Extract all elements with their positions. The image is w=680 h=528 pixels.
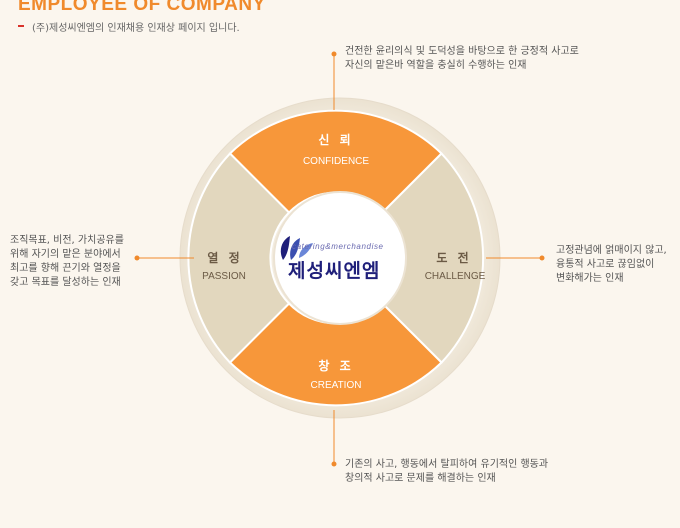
center-circle	[273, 191, 407, 325]
page-title: EMPLOYEE OF COMPANY	[18, 0, 266, 15]
desc-line: 위해 자기의 맡은 분야에서	[10, 249, 121, 260]
bullet-dash	[18, 25, 24, 27]
desc-line: 조직목표, 비전, 가치공유를	[10, 235, 124, 246]
page-subtitle: (주)제성씨엔엠의 인재채용 인재상 페이지 입니다.	[18, 19, 240, 34]
confidence-description: 건전한 윤리의식 및 도덕성을 바탕으로 한 긍정적 사고로 자신의 맡은바 역…	[345, 45, 579, 73]
desc-line: 융통적 사고로 끊임없이	[556, 259, 655, 270]
dot-creation	[331, 461, 337, 467]
desc-line: 기존의 사고, 행동에서 탈피하여 유기적인 행동과	[345, 459, 549, 470]
segment-passion	[187, 152, 291, 364]
desc-line: 고정관념에 얽매이지 않고,	[556, 245, 667, 256]
dot-confidence	[331, 51, 337, 57]
logo-tagline: catering&merchandise	[292, 242, 384, 251]
passion-subtitle: PASSION	[202, 271, 246, 282]
challenge-description: 고정관념에 얽매이지 않고, 융통적 사고로 끊임없이 변화해가는 인재	[556, 244, 667, 286]
desc-line: 건전한 윤리의식 및 도덕성을 바탕으로 한 긍정적 사고로	[345, 46, 579, 57]
desc-line: 창의적 사고로 문제를 해결하는 인재	[345, 473, 496, 484]
confidence-title: 신 뢰	[318, 133, 354, 147]
dot-challenge	[539, 255, 545, 261]
dot-passion	[134, 255, 140, 261]
challenge-subtitle: CHALLENGE	[424, 271, 486, 282]
passion-title: 열 정	[207, 251, 243, 265]
creation-subtitle: CREATION	[310, 380, 362, 391]
challenge-title: 도 전	[436, 251, 472, 265]
desc-line: 최고를 향해 끈기와 열정을	[10, 263, 121, 274]
logo-leaf-icon	[280, 236, 313, 260]
subtitle-text: (주)제성씨엔엠의 인재채용 인재상 페이지 입니다.	[32, 23, 240, 34]
company-logo: catering&merchandise 제성씨엔엠	[270, 226, 410, 296]
logo-name: 제성씨엔엠	[288, 260, 381, 282]
confidence-subtitle: CONFIDENCE	[302, 156, 370, 167]
desc-line: 갖고 목표를 달성하는 인재	[10, 277, 121, 288]
creation-description: 기존의 사고, 행동에서 탈피하여 유기적인 행동과 창의적 사고로 문제를 해…	[345, 458, 548, 486]
passion-description: 조직목표, 비전, 가치공유를 위해 자기의 맡은 분야에서 최고를 향해 끈기…	[10, 234, 124, 290]
creation-title: 창 조	[318, 359, 354, 373]
desc-line: 변화해가는 인재	[556, 273, 624, 284]
desc-line: 자신의 맡은바 역할을 충실히 수행하는 인재	[345, 60, 527, 71]
